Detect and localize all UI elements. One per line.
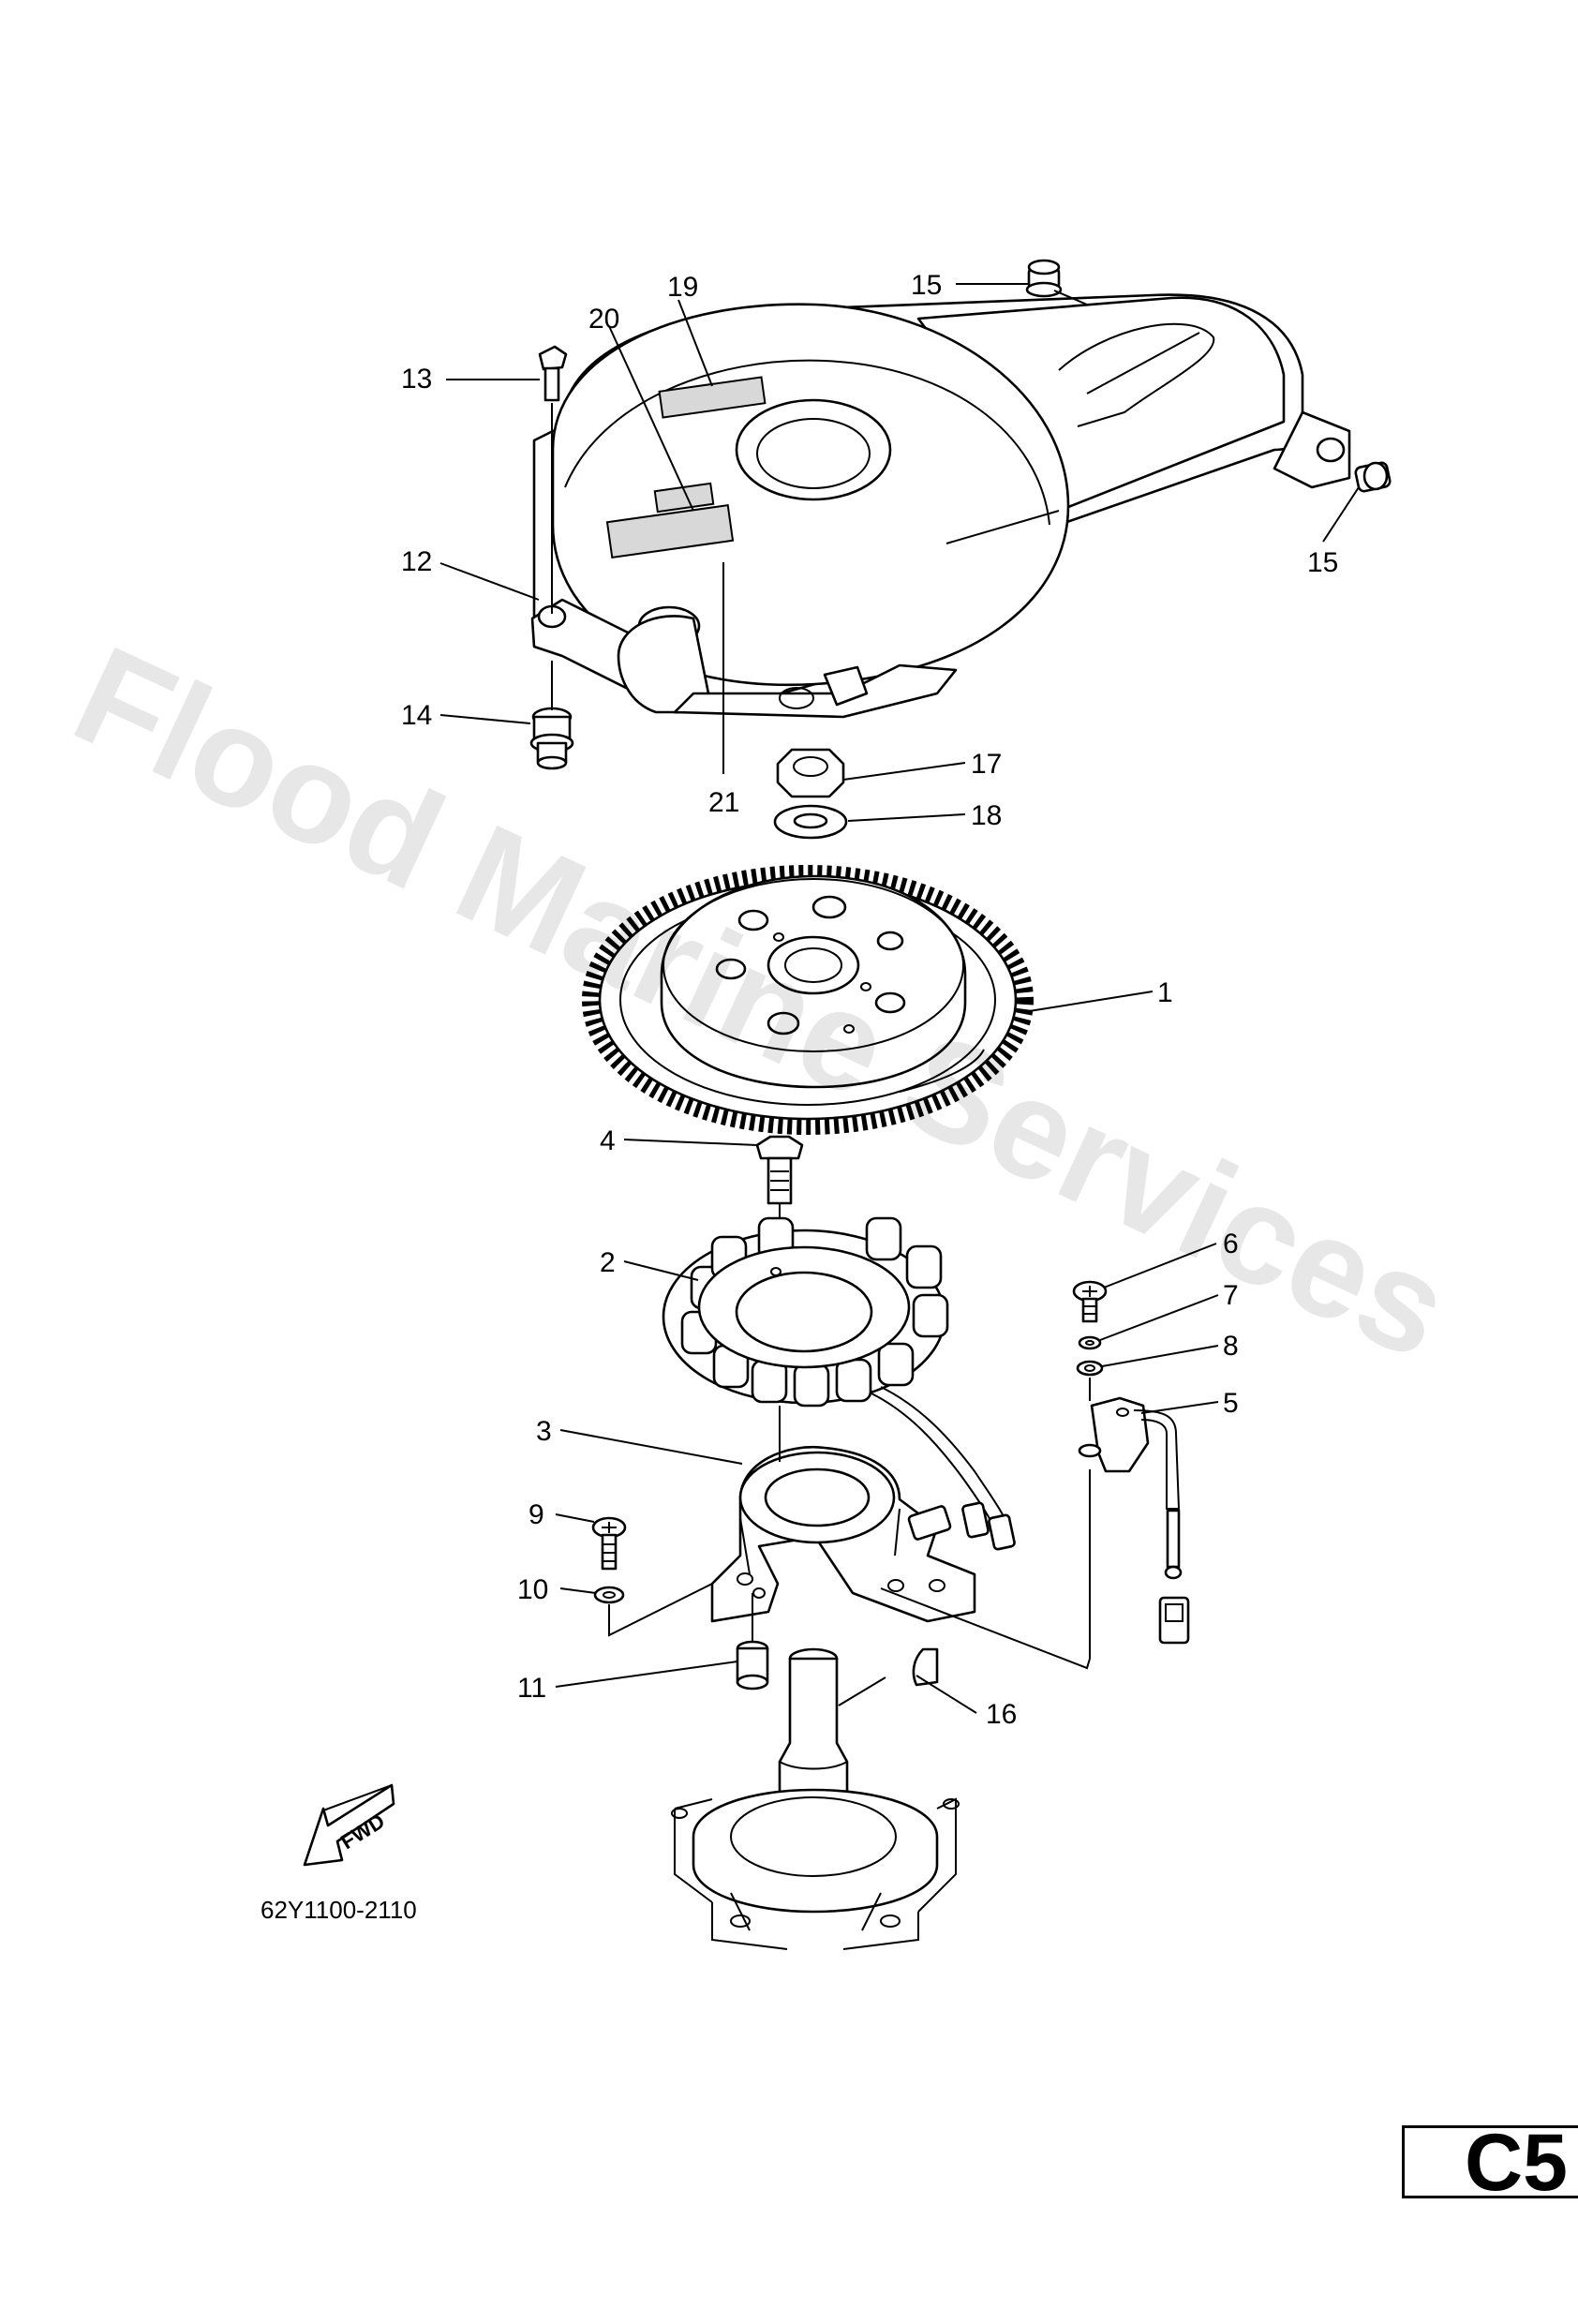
- callout-19: 19: [667, 272, 698, 303]
- callout-18: 18: [971, 800, 1002, 831]
- catalog-number: 62Y1100-2110: [261, 1896, 417, 1924]
- callout-labels: 1 2 3 4 5 6 7 8 9 10 11 12 13 14 15 15 1…: [401, 270, 1338, 1730]
- woodruff-key-16-part: [912, 1647, 939, 1687]
- callout-20: 20: [588, 304, 619, 335]
- grommet-15-top-part: [1025, 259, 1063, 298]
- bolt-13-part: [538, 345, 568, 614]
- callout-15-top: 15: [911, 270, 942, 301]
- grommet-15-right-part: [1354, 461, 1392, 493]
- callout-6: 6: [1223, 1229, 1239, 1259]
- callout-16: 16: [986, 1699, 1017, 1730]
- washer-18-part: [773, 804, 848, 840]
- callout-13: 13: [401, 364, 432, 395]
- screw-9-part: [591, 1516, 627, 1571]
- washer-10-part: [593, 1586, 625, 1604]
- callout-8: 8: [1223, 1331, 1239, 1362]
- callout-3: 3: [536, 1416, 552, 1447]
- dowel-11-part: [736, 1593, 769, 1691]
- page-code-box: C5: [1402, 2125, 1578, 2198]
- washer-7-part: [1078, 1335, 1102, 1350]
- callout-5: 5: [1223, 1388, 1239, 1419]
- callout-12: 12: [401, 546, 432, 577]
- screw-6-part: [1072, 1280, 1108, 1323]
- callout-10: 10: [517, 1574, 548, 1605]
- callout-9: 9: [528, 1499, 544, 1530]
- bracket-5-part: [1078, 1378, 1190, 1659]
- stator-part: [662, 1216, 1016, 1551]
- flywheel-part: [582, 865, 1034, 1135]
- callout-11: 11: [517, 1673, 546, 1704]
- crankshaft-part: [671, 1647, 960, 1950]
- callout-17: 17: [971, 749, 1002, 780]
- callout-15-right: 15: [1307, 547, 1338, 578]
- flywheel-cover-part: [530, 293, 1351, 719]
- callout-7: 7: [1223, 1280, 1239, 1311]
- callout-1: 1: [1157, 977, 1173, 1008]
- nut-17-part: [776, 748, 845, 798]
- callout-14: 14: [401, 700, 432, 731]
- callout-2: 2: [600, 1247, 616, 1278]
- washer-8-part: [1076, 1360, 1104, 1377]
- base-plate-part: [710, 1445, 976, 1623]
- callout-4: 4: [600, 1125, 616, 1156]
- callout-21: 21: [708, 787, 739, 818]
- page-code: C5: [1465, 2125, 1568, 2198]
- fwd-arrow-icon: FWD: [303, 1783, 395, 1867]
- collar-14-part: [529, 661, 574, 770]
- leader-lines: [439, 283, 1360, 1714]
